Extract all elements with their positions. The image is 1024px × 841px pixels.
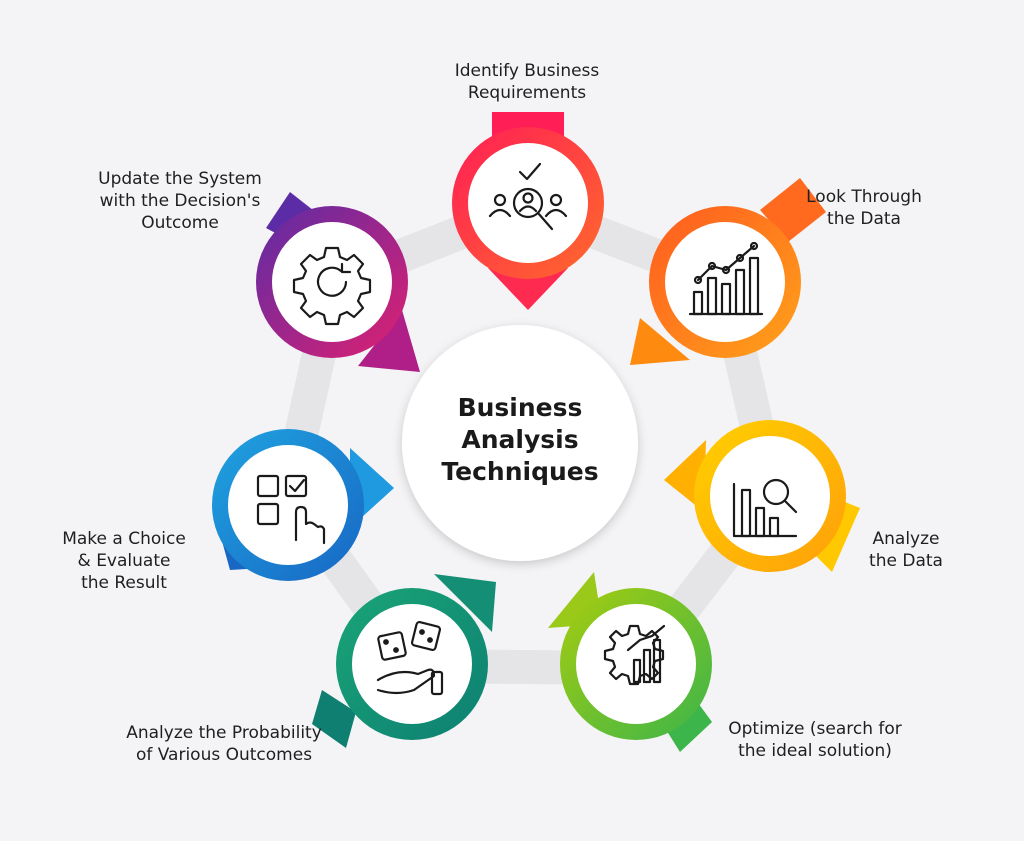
label-update-the-system: Update the System with the Decision's Ou… (98, 169, 262, 233)
chart-magnifier-icon (732, 478, 798, 538)
label-optimize: Optimize (search for the ideal solution) (728, 719, 902, 761)
arrow-head (488, 268, 568, 310)
label-analyze-the-probability: Analyze the Probability of Various Outco… (126, 723, 322, 765)
arrow-head (358, 310, 420, 372)
gear-refresh-icon (292, 246, 372, 326)
checklist-hand-icon (256, 474, 326, 545)
step-node-probability (312, 574, 496, 748)
step-node-analyze (664, 420, 860, 572)
center-title: Business Analysis Techniques (441, 393, 599, 486)
arrow-tail (312, 690, 356, 748)
label-identify-business-requirements: Identify Business Requirements (454, 61, 600, 103)
search-people-icon (488, 162, 568, 231)
step-node-update (256, 192, 420, 372)
dice-hand-icon (376, 620, 444, 696)
arrow-head (630, 318, 690, 365)
label-make-a-choice: Make a Choice & Evaluate the Result (62, 529, 186, 593)
center-circle (402, 325, 638, 561)
gear-chart-icon (603, 624, 666, 686)
bar-line-chart-icon (688, 241, 764, 316)
label-look-through-the-data: Look Through the Data (806, 187, 922, 229)
arrow-tail (760, 178, 826, 242)
arrow-head (434, 574, 496, 632)
step-node-choice (212, 429, 394, 581)
arrow-tail (660, 692, 712, 752)
step-node-identify (452, 112, 604, 310)
label-analyze-the-data: Analyze the Data (869, 529, 943, 571)
step-node-optimize (548, 572, 712, 752)
